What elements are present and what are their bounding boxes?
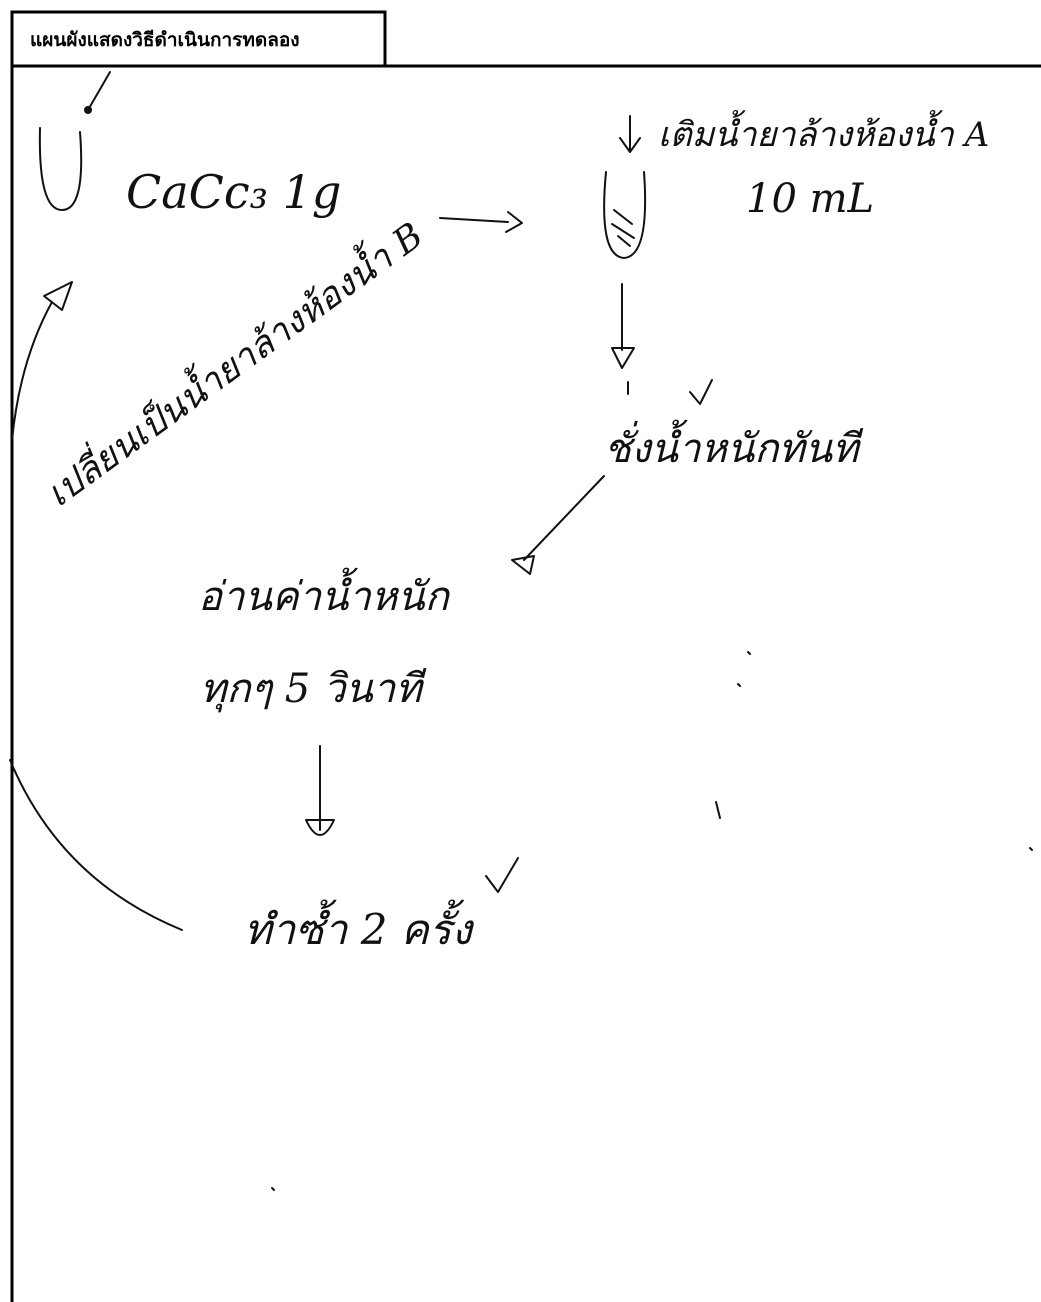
arrow-to-read-icon [511, 475, 605, 575]
beaker-icon [38, 71, 111, 211]
arrow-to-tube-icon [439, 211, 523, 233]
weigh-immediately-label: ชั่งน้ำหนักทันที [604, 419, 863, 472]
small-down-arrow-icon [619, 115, 641, 153]
switch-cleaner-b-label: เปลี่ยนเป็นน้ำยาล้างห้องน้ำ B [35, 209, 431, 515]
read-weight-label: อ่านค่าน้ำหนัก [198, 567, 451, 620]
test-tube-icon [603, 171, 647, 259]
every-5-seconds-label: ทุกๆ 5 วินาที [200, 666, 427, 713]
repeat-twice-label: ทำซ้ำ 2 ครั้ง [244, 899, 474, 954]
add-cleaner-a-label: เติมน้ำยาล้างห้องน้ำ A [658, 109, 989, 155]
switch-cleaner-b-group: เปลี่ยนเป็นน้ำยาล้างห้องน้ำ B [35, 209, 431, 515]
arrow-to-weigh-icon [611, 283, 635, 395]
pen-specks [271, 651, 1033, 1191]
reagent-label: CaCc₃ 1g [126, 165, 341, 219]
volume-label: 10 mL [746, 176, 874, 222]
check-mark-icon [485, 379, 713, 893]
loop-arrow-icon [9, 281, 183, 931]
page-title: แผนผังแสดงวิธีดำเนินการทดลอง [30, 29, 300, 51]
header-box [10, 10, 387, 68]
arrow-to-repeat-icon [305, 745, 335, 836]
